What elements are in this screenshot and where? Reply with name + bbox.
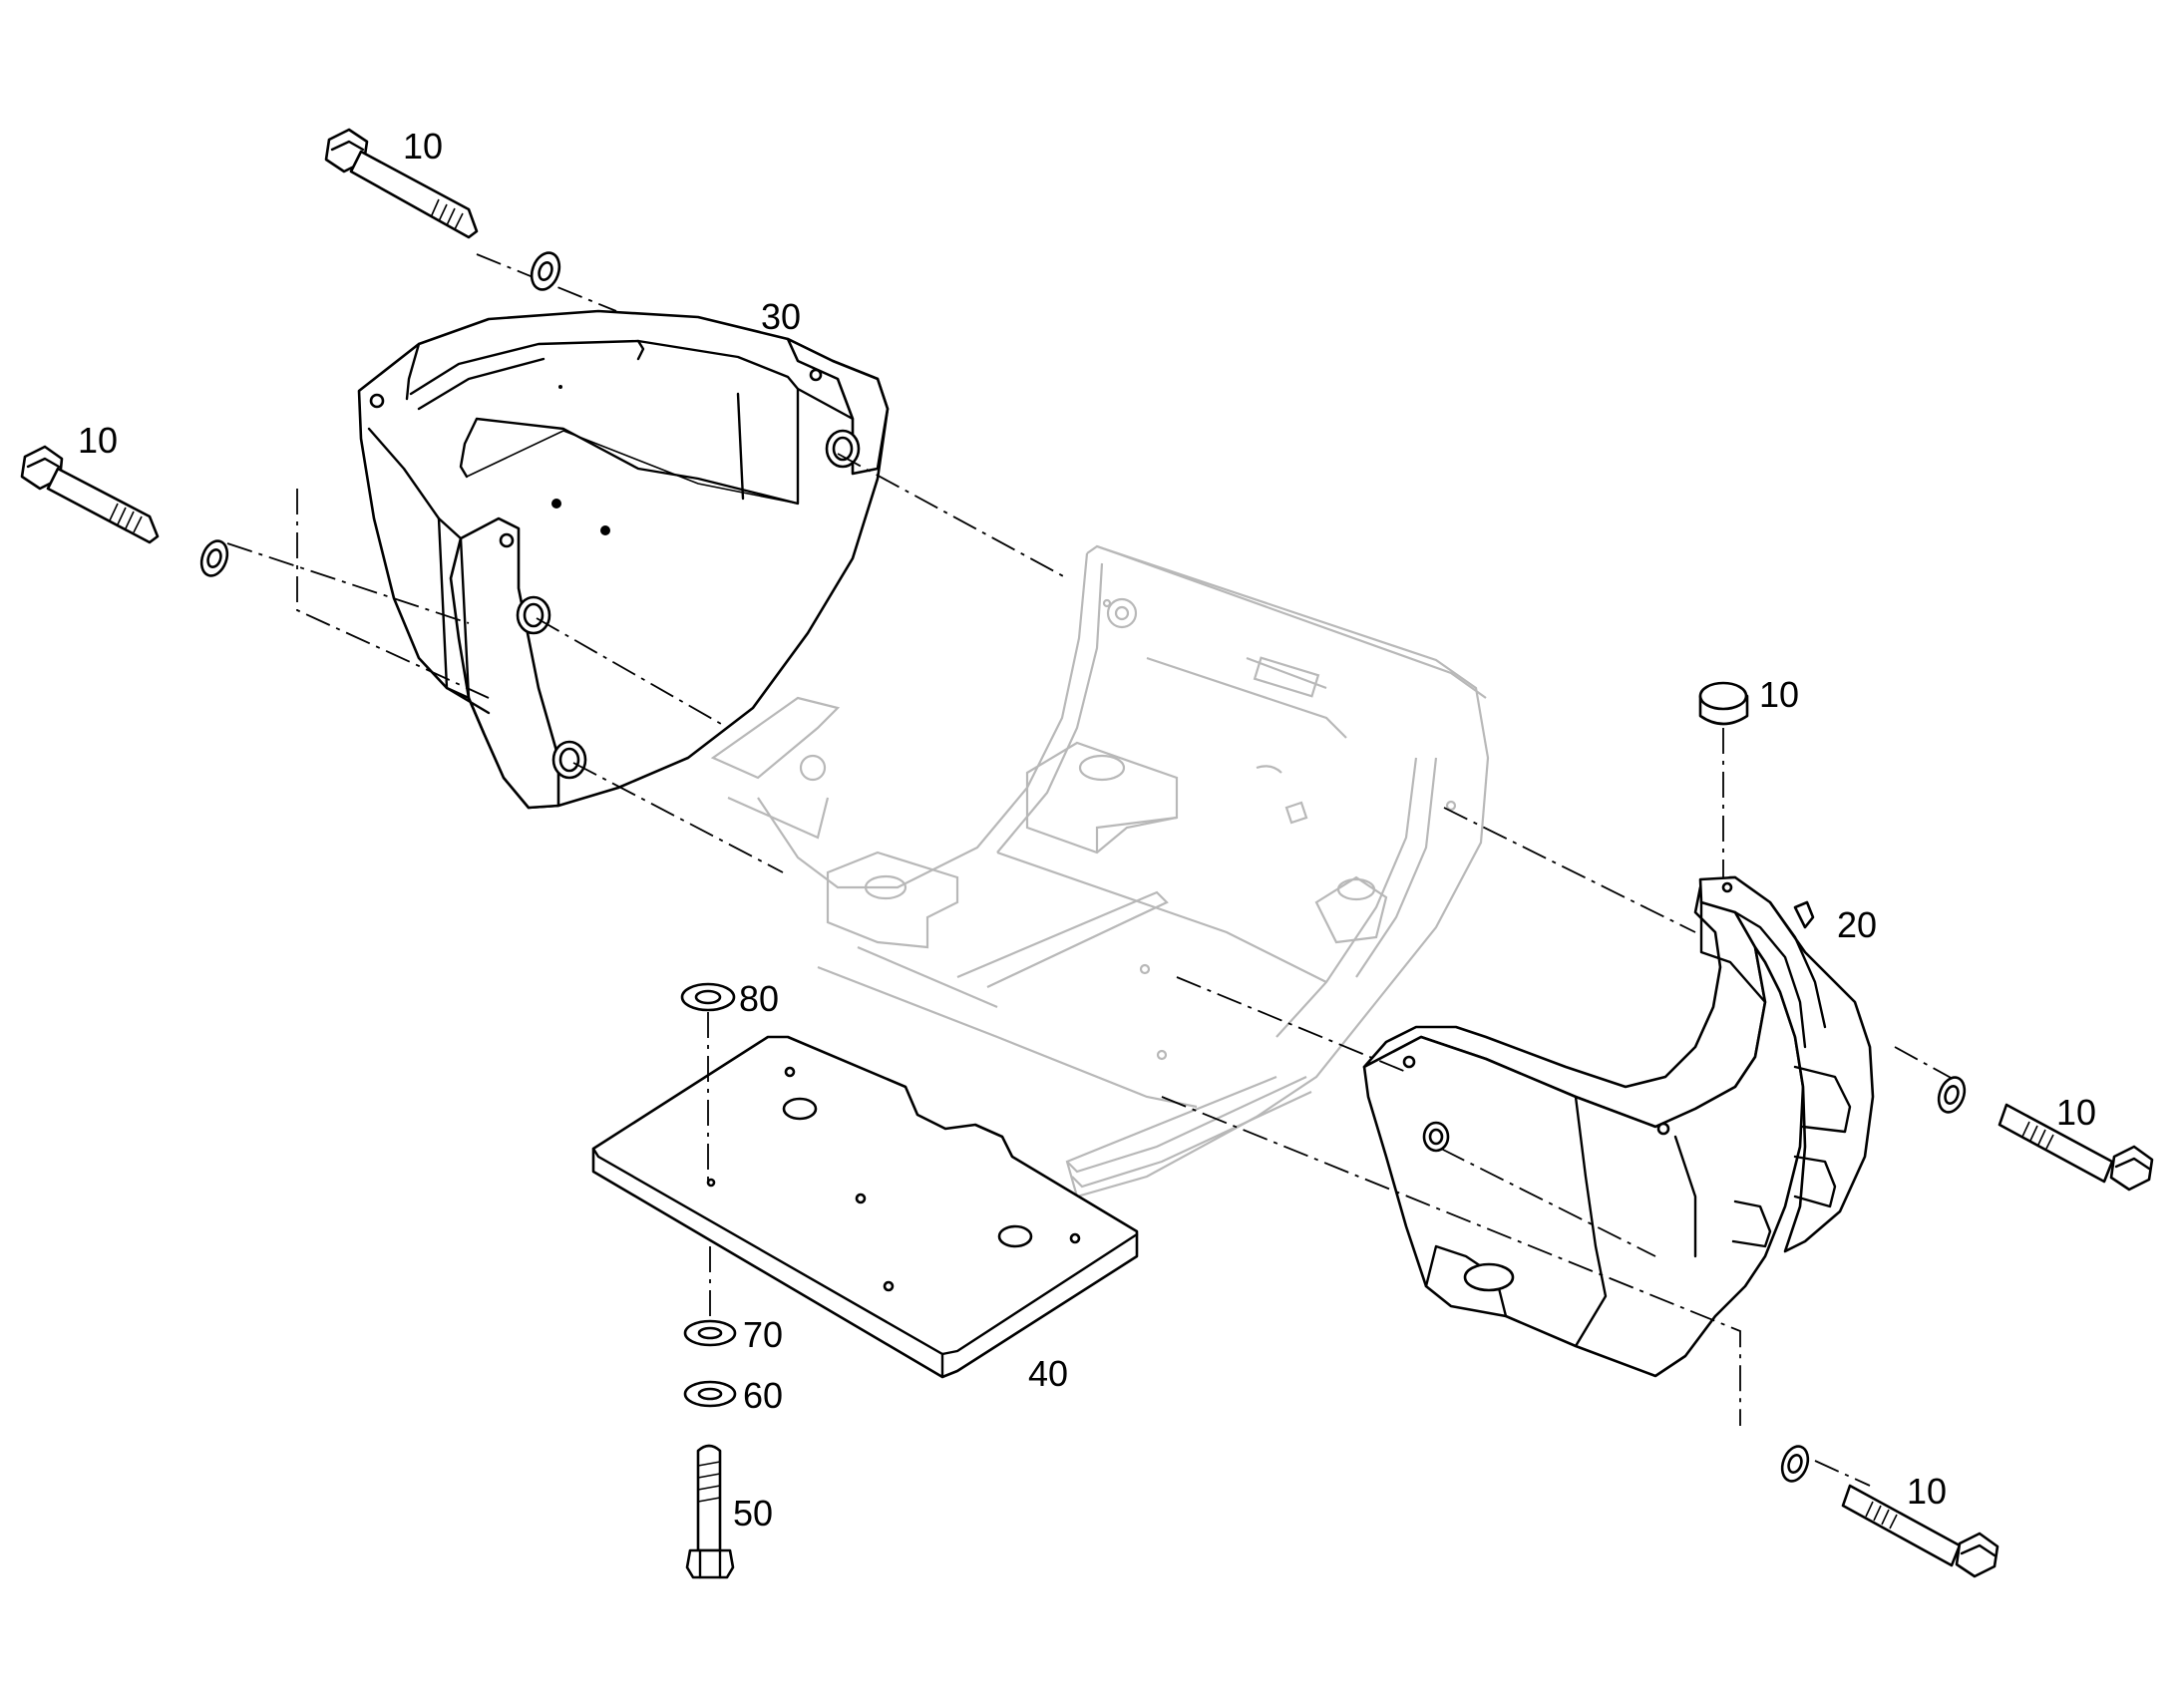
washer-60 bbox=[683, 1380, 737, 1408]
callout-washer-60: 60 bbox=[743, 1375, 783, 1416]
callout-cover-left: 30 bbox=[761, 296, 801, 337]
callout-bolt-right-mid: 10 bbox=[2056, 1092, 2096, 1133]
callout-washer-70: 70 bbox=[743, 1314, 783, 1355]
bolt-right-mid bbox=[1998, 1103, 2154, 1192]
bolt-mid-left bbox=[20, 445, 160, 544]
callout-bolt-bottom: 50 bbox=[733, 1493, 773, 1534]
washer-top-left bbox=[530, 251, 561, 291]
callout-washer-80: 80 bbox=[739, 978, 779, 1019]
bolt-top-left bbox=[324, 128, 479, 239]
bolt-bottom bbox=[685, 1444, 735, 1579]
callout-cover-right: 20 bbox=[1837, 904, 1877, 945]
plate-part-40 bbox=[591, 1035, 1139, 1379]
washer-70 bbox=[683, 1319, 737, 1347]
callout-labels: 10 10 30 10 20 10 10 80 70 60 40 50 bbox=[78, 126, 2096, 1534]
washer-80 bbox=[680, 982, 736, 1012]
ghosted-frame bbox=[710, 544, 1490, 1198]
boss bbox=[825, 429, 861, 469]
left-cover-part-30 bbox=[357, 309, 890, 810]
callout-bolt-right-low: 10 bbox=[1907, 1471, 1947, 1512]
boss bbox=[516, 595, 551, 635]
center-lines bbox=[226, 253, 1956, 1487]
washer-right-mid bbox=[1937, 1076, 1967, 1114]
boss bbox=[551, 740, 587, 780]
right-cover-part-20 bbox=[1362, 875, 1875, 1378]
washer-mid-left bbox=[199, 539, 229, 577]
plug-right bbox=[1698, 681, 1749, 726]
callout-bolt-top-left: 10 bbox=[403, 126, 443, 167]
bolt-right-low bbox=[1841, 1484, 1999, 1578]
callout-bolt-mid-left: 10 bbox=[78, 420, 118, 461]
callout-plate: 40 bbox=[1028, 1353, 1068, 1394]
callout-plug-right: 10 bbox=[1759, 674, 1799, 715]
washer-right-low bbox=[1780, 1445, 1810, 1483]
